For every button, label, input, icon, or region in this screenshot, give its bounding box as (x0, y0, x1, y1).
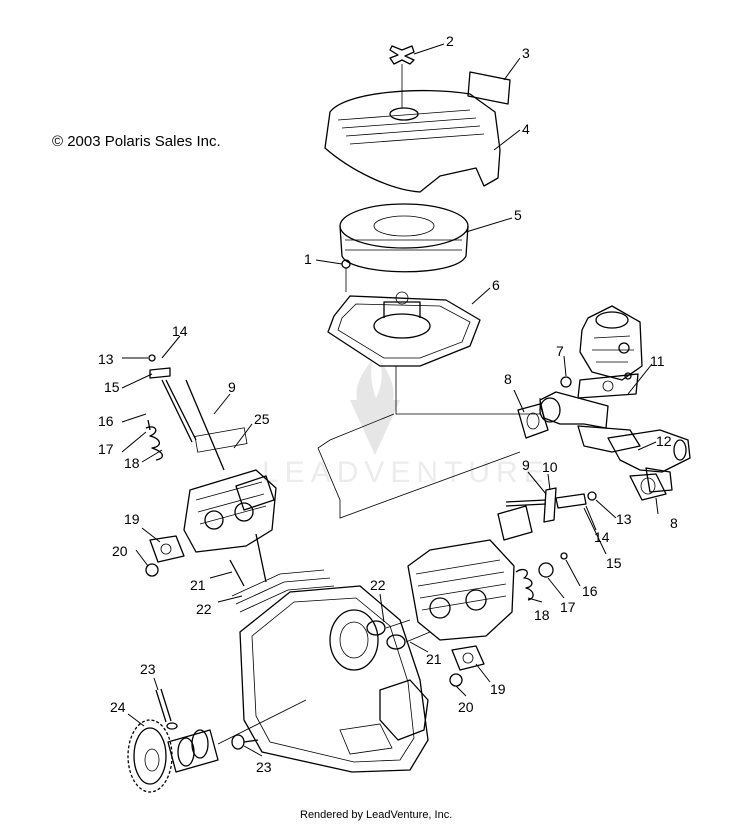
part-cam-gear (127, 719, 173, 793)
callout-labels: 2 3 4 5 1 6 14 13 15 9 16 25 17 18 7 11 … (98, 33, 678, 775)
part-head-gasket-left (149, 535, 185, 563)
part-manifold-gasket-left (517, 403, 549, 439)
callout-label: 18 (534, 607, 550, 623)
copyright-notice: © 2003 Polaris Sales Inc. (52, 133, 221, 150)
part-cylinder-head-left (183, 469, 277, 553)
watermark-text: LEADVENTURE (262, 456, 550, 489)
part-wing-nut (389, 45, 415, 108)
part-valve-seals-right (366, 619, 431, 650)
part-air-cleaner-base (327, 291, 481, 367)
callout-label: 13 (616, 511, 632, 527)
callout-label: 13 (98, 351, 114, 367)
part-manifold-gasket-right (629, 473, 667, 501)
callout-label: 9 (522, 457, 530, 473)
callout-label: 25 (254, 411, 270, 427)
callout-label: 14 (594, 529, 610, 545)
callout-label: 8 (504, 371, 512, 387)
callout-label: 14 (172, 323, 188, 339)
part-valve-train-left (145, 354, 248, 471)
part-carburetor (579, 305, 643, 381)
callout-label: 20 (112, 543, 128, 559)
callout-label: 12 (656, 433, 672, 449)
part-decal (467, 71, 511, 105)
part-air-cleaner-cover (324, 89, 501, 193)
part-nut (560, 376, 572, 388)
callout-label: 17 (98, 441, 114, 457)
callout-label: 17 (560, 599, 576, 615)
callout-label: 11 (650, 353, 665, 369)
callout-label: 10 (542, 459, 558, 475)
callout-label: 21 (426, 651, 442, 667)
callout-label: 7 (556, 343, 564, 359)
callout-label: 19 (124, 511, 140, 527)
callout-label: 15 (606, 555, 622, 571)
part-crankcase (231, 569, 429, 773)
part-head-nut-right (449, 673, 463, 687)
part-exhaust-elbow (607, 429, 691, 493)
callout-label: 23 (256, 759, 272, 775)
part-head-nut-left (145, 563, 159, 577)
callout-label: 23 (140, 661, 156, 677)
part-cam-pin (155, 688, 178, 730)
callout-label: 16 (582, 583, 598, 599)
part-camshaft (167, 699, 307, 773)
callout-label: 19 (490, 681, 506, 697)
callout-label: 4 (522, 121, 530, 137)
callout-label: 21 (190, 577, 206, 593)
callout-label: 8 (670, 515, 678, 531)
callout-leader-lines (121, 43, 659, 757)
callout-label: 15 (104, 379, 120, 395)
callout-label: 5 (514, 207, 522, 223)
part-carburetor-gasket (577, 373, 639, 399)
part-air-filter (339, 203, 469, 273)
part-valve-train-right (505, 487, 597, 601)
callout-label: 20 (458, 699, 474, 715)
leadventure-watermark: LEADVENTURE (262, 360, 550, 489)
part-cylinder-head-right (407, 505, 533, 641)
callout-label: 6 (492, 277, 500, 293)
render-credit: Rendered by LeadVenture, Inc. (300, 809, 452, 821)
callout-label: 18 (124, 455, 140, 471)
part-pushrods-left (229, 533, 267, 587)
part-bolt (231, 734, 259, 750)
callout-label: 24 (110, 699, 126, 715)
assembly-guide-line (317, 366, 541, 519)
callout-label: 3 (522, 45, 530, 61)
callout-label: 9 (228, 379, 236, 395)
callout-label: 22 (370, 577, 386, 593)
callout-label: 16 (98, 413, 114, 429)
part-head-gasket-right (451, 645, 485, 671)
callout-label: 1 (304, 251, 312, 267)
callout-label: 2 (446, 33, 454, 49)
part-intake-manifold (539, 391, 641, 453)
watermark-flame-logo (350, 360, 400, 455)
part-screw (341, 259, 351, 292)
callout-label: 22 (196, 601, 212, 617)
